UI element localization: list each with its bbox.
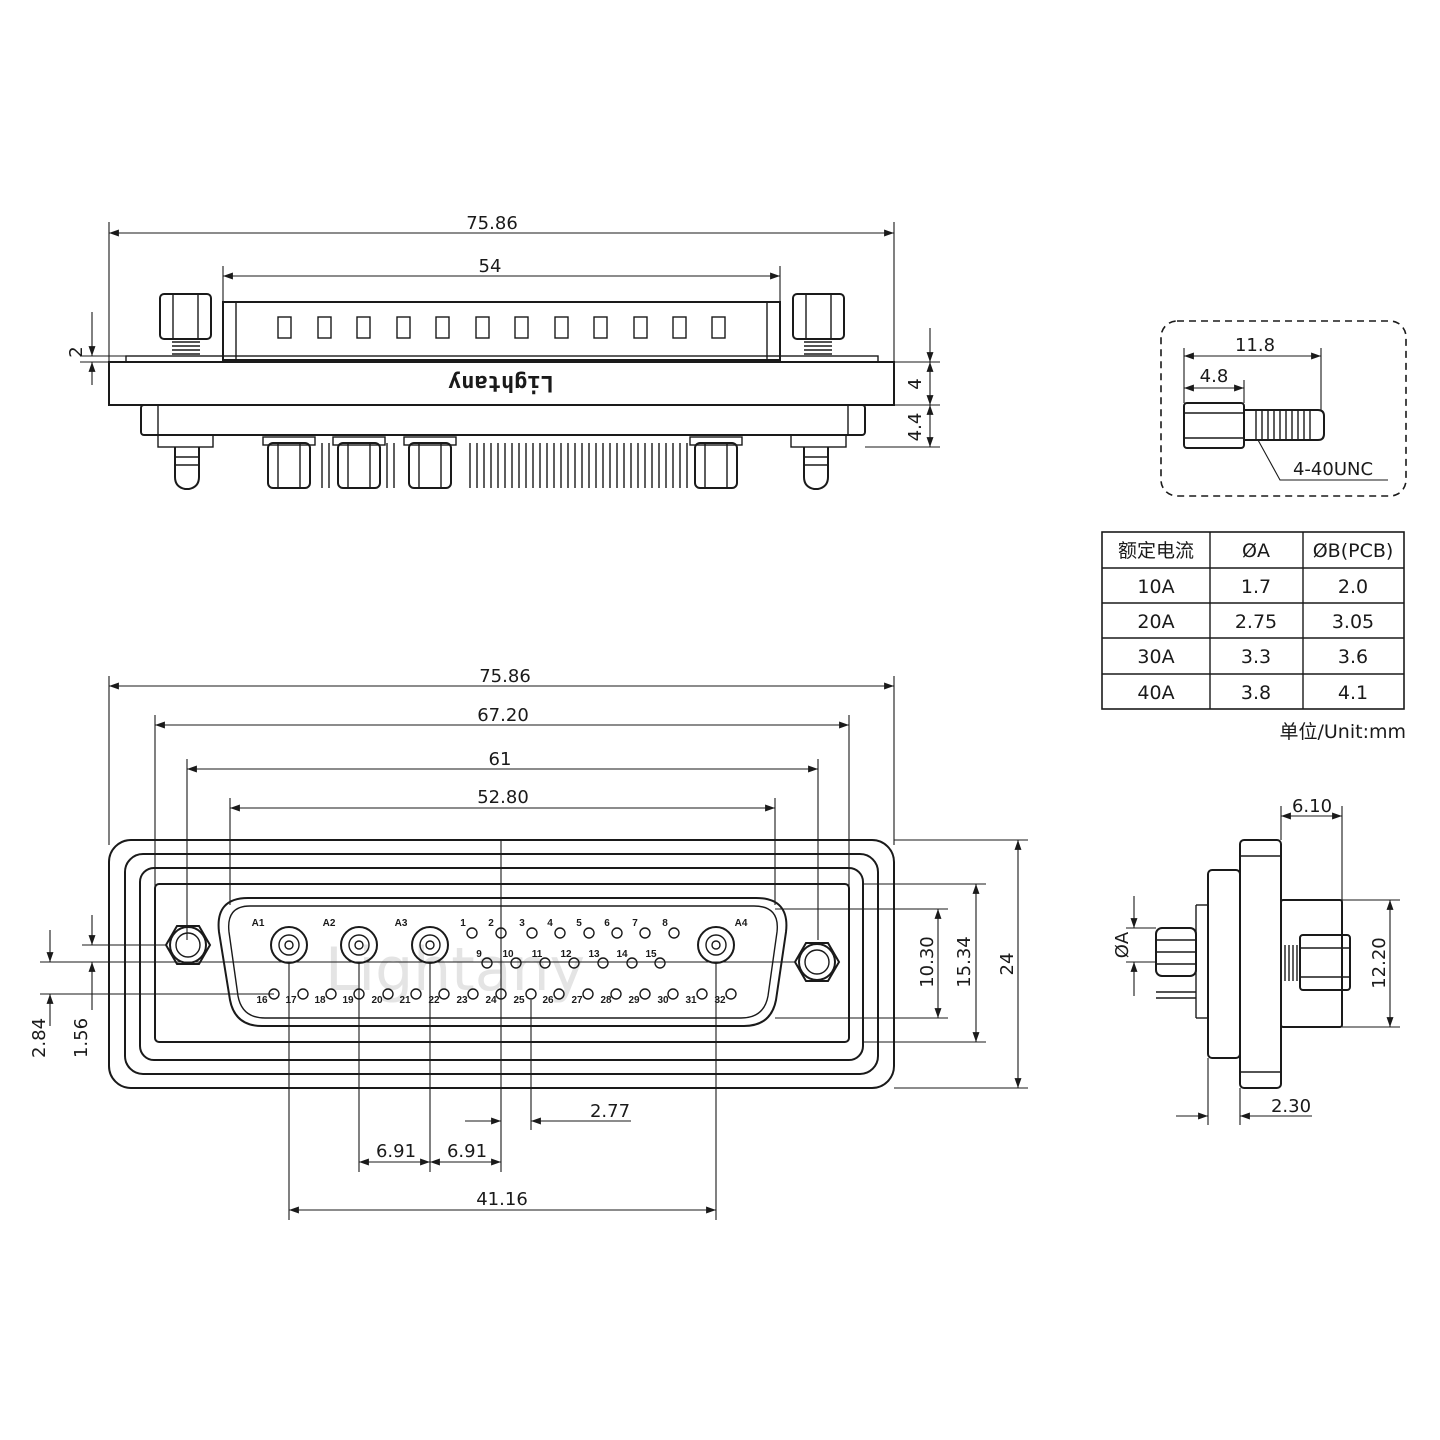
front-dim-pitch-a1: 6.91 [376,1141,416,1162]
pin-label: 7 [632,918,638,929]
pin-label: 11 [532,949,543,960]
table-cell: 30A [1137,646,1174,668]
power-contact-tails [262,436,743,489]
pin-label: 25 [513,995,525,1006]
unit-note: 单位/Unit:mm [1280,721,1407,743]
side-dim-depth: 6.10 [1292,796,1332,817]
pin-label: 28 [600,995,612,1006]
front-dim-h-shell: 15.34 [954,936,975,988]
screw-dim-total: 11.8 [1235,335,1275,356]
label-a4: A4 [735,918,748,929]
pin-label: 16 [256,995,268,1006]
table-cell: 40A [1137,682,1174,704]
front-dim-mount: 67.20 [477,705,529,726]
pin-label: 21 [399,995,411,1006]
pin-label: 27 [571,995,583,1006]
pin-label: 8 [662,918,668,929]
table-header-a: ØA [1242,540,1270,562]
front-dim-v1: 2.84 [29,1018,50,1058]
table-cell: 3.6 [1338,646,1368,668]
jack-screw-right [792,293,845,355]
front-dim-inner: 52.80 [477,787,529,808]
pin-label: 10 [502,949,514,960]
pin-label: 18 [314,995,326,1006]
pin-label: 32 [714,995,726,1006]
screw-dim-hex: 4.8 [1200,366,1229,387]
table-cell: 10A [1137,576,1174,598]
pin-label: 1 [460,918,466,929]
signal-row-1 [466,927,680,939]
side-view: 6.10 ØA 12.20 [1112,796,1400,1125]
mount-hex-right [793,942,841,982]
shell-slots [277,316,726,339]
pin-label: 13 [588,949,600,960]
pin-label: 20 [371,995,383,1006]
mount-hex-left [164,925,212,965]
front-dim-pitch-a2: 6.91 [447,1141,487,1162]
pin-label: 30 [657,995,669,1006]
pin-label: 3 [519,918,525,929]
brand-label: Lightany [448,370,554,395]
pin-label: 23 [456,995,468,1006]
pin-label: 19 [342,995,354,1006]
jack-screw-left [159,293,212,355]
table-cell: 20A [1137,611,1174,633]
pin-label: 4 [547,918,553,929]
top-dim-shell: 54 [479,256,502,277]
label-a3: A3 [395,918,408,929]
top-dim-overall: 75.86 [466,213,518,234]
signal-row-2 [481,957,666,969]
pin-label: 6 [604,918,610,929]
table-cell: 1.7 [1241,576,1271,598]
pin-label: 22 [428,995,440,1006]
table-cell: 3.05 [1332,611,1374,633]
front-dim-pitch-signal: 2.77 [590,1101,630,1122]
pin-label: 29 [628,995,640,1006]
table-cell: 3.8 [1241,682,1271,704]
top-dim-flange: 4 [905,378,926,389]
table-cell: 2.75 [1235,611,1277,633]
side-dim-height: 12.20 [1369,937,1390,989]
front-dim-shell: 61 [489,749,512,770]
table-cell: 2.0 [1338,576,1368,598]
top-dim-washer: 2 [66,346,87,357]
top-dim-body: 4.4 [905,413,926,442]
pin-label: 12 [560,949,572,960]
front-view: 75.86 67.20 61 52.80 [29,666,1028,1220]
screw-detail: 11.8 4.8 4-40UNC [1160,320,1407,497]
screw-thread: 4-40UNC [1293,459,1373,480]
pin-label: 15 [645,949,657,960]
pin-label: 5 [576,918,582,929]
pin-label: 26 [542,995,554,1006]
pin-label: 17 [285,995,297,1006]
table-cell: 4.1 [1338,682,1368,704]
signal-pin-tails [321,443,688,488]
label-a2: A2 [323,918,336,929]
front-dim-h-inner: 10.30 [917,936,938,988]
front-dim-overall: 75.86 [479,666,531,687]
side-dim-hole: ØA [1112,931,1133,958]
front-dim-span: 41.16 [476,1189,528,1210]
pin-label: 9 [476,949,482,960]
side-dim-flange: 2.30 [1271,1096,1311,1117]
label-a1: A1 [252,918,265,929]
table-cell: 3.3 [1241,646,1271,668]
spec-table: 额定电流 ØA ØB(PCB) 10A 1.7 2.0 20A 2.75 3.0… [1101,531,1407,743]
front-dim-v2: 1.56 [71,1018,92,1058]
table-header-current: 额定电流 [1118,540,1194,562]
pin-label: 2 [488,918,494,929]
pin-label: 31 [685,995,697,1006]
top-view: 75.86 54 [66,213,940,490]
front-dim-h-overall: 24 [997,953,1018,976]
table-header-b: ØB(PCB) [1313,540,1394,562]
pin-label: 24 [485,995,497,1006]
pin-label: 14 [616,949,628,960]
